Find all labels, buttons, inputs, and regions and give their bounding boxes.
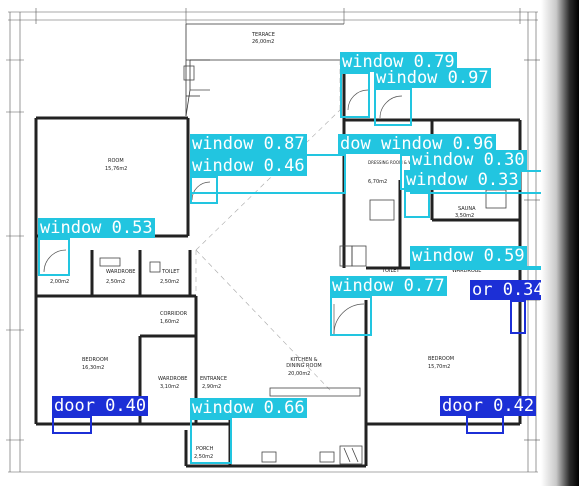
room-wardrobe-small-area: 2,50m2	[106, 279, 126, 285]
room-dressing-area: 6,70m2	[368, 179, 388, 185]
detection-label-window-0.59: window 0.59	[410, 246, 527, 266]
detection-box-window-0.46	[190, 176, 218, 204]
room-sauna-name: SAUNA	[458, 206, 476, 212]
room-bedroom-left-name: BEDROOM	[82, 357, 109, 363]
detection-box-window-0.77	[330, 296, 372, 336]
detection-box-window-0.33	[404, 190, 430, 218]
room-wardrobe-name: WARDROBE	[158, 376, 188, 382]
detection-box-door-0.42	[466, 416, 504, 434]
detection-box-door-0.34	[510, 300, 526, 334]
room-bedroom-right-area: 15,70m2	[428, 364, 451, 370]
detection-label-window-0.30: window 0.30	[410, 150, 527, 170]
room-corridor-area: 1,60m2	[160, 319, 180, 325]
room-dressing-name: DRESSING ROOM & WARDROBE	[368, 160, 432, 165]
room-entrance-area: 2,90m2	[202, 384, 222, 390]
room-toilet-name: TOILET	[162, 269, 180, 275]
room-kitchen-name: KITCHEN & DINING ROOM	[286, 357, 322, 369]
image-edge-shadow	[541, 0, 579, 486]
detection-label-window-0.87: window 0.87	[190, 134, 307, 154]
room-bedroom-left-area: 16,30m2	[82, 365, 105, 371]
detection-label-window-0.77: window 0.77	[330, 276, 447, 296]
room-wardrobe-small-name: WARDROBE	[106, 269, 136, 275]
room-room-name: ROOM	[108, 158, 124, 164]
detection-label-window-0.79: window 0.79	[340, 52, 457, 72]
room-bedroom-right-name: BEDROOM	[428, 356, 455, 362]
detection-label-door-0.34: or 0.34	[470, 280, 546, 300]
detection-label-window-0.46: window 0.46	[190, 156, 307, 176]
detection-label-door-0.40: door 0.40	[52, 396, 149, 416]
detection-box-window-0.53	[38, 238, 70, 276]
room-sauna-area: 3,50m2	[455, 213, 475, 219]
detection-label-window-0.66: window 0.66	[190, 398, 307, 418]
room-wardrobe-right-name: WARDROBE	[452, 268, 482, 274]
detection-label-window-0.53: window 0.53	[38, 218, 155, 238]
room-porch-area: 2,50m2	[194, 454, 214, 460]
detection-box-window-0.59	[410, 266, 556, 270]
room-kitchen-area: 20,00m2	[288, 371, 311, 377]
room-toilet-right-name: TOILET	[382, 268, 400, 274]
detection-label-window-0.96: dow window 0.96	[338, 134, 496, 154]
room-terrace-area: 26,00m2	[252, 39, 275, 45]
room-small-left-area: 2,00m2	[50, 279, 70, 285]
detection-label-door-0.42: door 0.42	[440, 396, 537, 416]
detection-box-window-0.79	[340, 72, 370, 118]
detection-label-window-0.33: window 0.33	[404, 170, 521, 190]
detection-box-door-0.40	[52, 416, 92, 434]
detection-box-window-0.66	[190, 418, 232, 464]
room-corridor-name: CORRIDOR	[160, 311, 188, 317]
room-porch-name: PORCH	[196, 446, 214, 452]
room-toilet-area: 2,50m2	[160, 279, 180, 285]
detection-box-window-0.97	[374, 88, 412, 126]
room-entrance-name: ENTRANCE	[200, 376, 228, 382]
room-wardrobe-area: 3,10m2	[160, 384, 180, 390]
detection-label-window-0.97: window 0.97	[374, 68, 491, 88]
room-terrace-name: TERRACE	[252, 32, 275, 38]
room-room-area: 15,76m2	[105, 166, 128, 172]
